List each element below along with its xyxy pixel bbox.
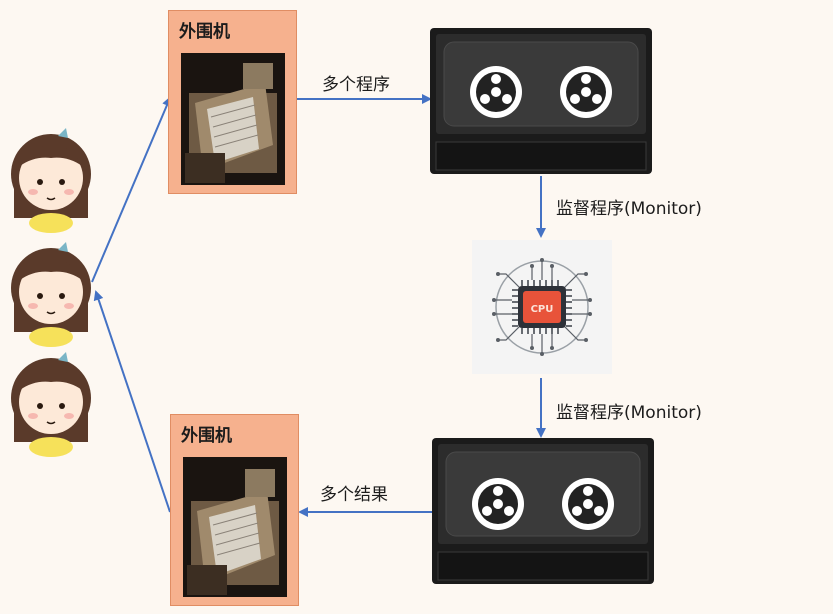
arrow-users-to-peripheral [91,96,172,283]
card-reader-photo-icon [181,53,285,185]
cpu-chip-label: CPU [531,304,554,315]
card-reader-photo-icon [183,457,287,597]
peripheral-title: 外围机 [179,22,230,42]
peripheral-title: 外围机 [181,426,232,446]
tape-drive-icon [432,438,654,584]
girl-avatar-icon [11,242,91,347]
peripheral-machine-top: 外围机 [168,10,297,194]
tape-drive-icon [430,28,652,174]
label-multiple-programs: 多个程序 [322,75,390,95]
arrow-peripheral-to-users [93,290,171,513]
girl-avatar-icon [11,128,91,233]
cpu-panel: CPU [472,240,612,374]
label-monitor-top: 监督程序(Monitor) [556,199,702,219]
cpu-chip-icon: CPU [492,258,592,356]
girl-avatar-icon [11,352,91,457]
peripheral-machine-bottom: 外围机 [170,414,299,606]
label-monitor-bottom: 监督程序(Monitor) [556,403,702,423]
label-multiple-results: 多个结果 [320,485,388,505]
